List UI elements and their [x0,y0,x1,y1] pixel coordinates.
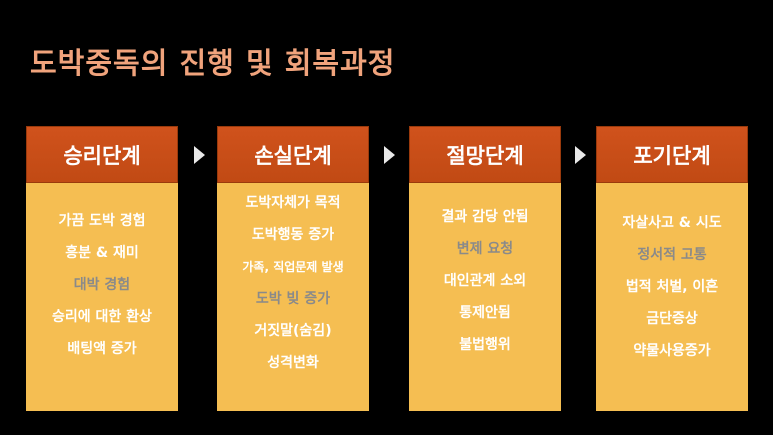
stage-item: 가족, 직업문제 발생 [242,260,344,274]
stage-item: 통제안됨 [459,305,511,321]
stage-item: 흥분 & 재미 [65,245,139,261]
stage-item: 승리에 대한 환상 [52,309,152,325]
stage-item: 가끔 도박 경험 [58,213,146,229]
arrow-right-icon [194,146,205,164]
stage-item: 결과 감당 안됨 [441,209,529,225]
page-title: 도박중독의 진행 및 회복과정 [30,46,396,80]
stage-item: 성격변화 [267,355,319,371]
stage-winning: 승리단계 가끔 도박 경험 흥분 & 재미 대박 경험 승리에 대한 환상 배팅… [26,126,178,411]
stage-heading: 절망단계 [409,126,561,183]
stage-item: 거짓말(숨김) [254,323,332,339]
stage-item: 법적 처벌, 이혼 [625,279,719,295]
stage-item: 불법행위 [459,337,511,353]
stage-body: 결과 감당 안됨 변제 요청 대인관계 소외 통제안됨 불법행위 [409,183,561,411]
stage-item: 배팅액 증가 [67,341,137,357]
stage-heading: 포기단계 [596,126,748,183]
stage-giving-up: 포기단계 자살사고 & 시도 정서적 고통 법적 처벌, 이혼 금단증상 약물사… [596,126,748,411]
stage-item: 도박행동 증가 [251,227,335,243]
stage-item: 도박자체가 목적 [245,195,341,211]
arrow-right-icon [575,146,586,164]
stage-item: 대인관계 소외 [443,273,527,289]
stage-body: 도박자체가 목적 도박행동 증가 가족, 직업문제 발생 도박 빚 증가 거짓말… [217,183,369,411]
arrow-right-icon [384,146,395,164]
stage-item: 자살사고 & 시도 [622,215,722,231]
stage-item: 대박 경험 [73,277,131,293]
stage-despair: 절망단계 결과 감당 안됨 변제 요청 대인관계 소외 통제안됨 불법행위 [409,126,561,411]
stage-heading: 승리단계 [26,126,178,183]
stage-body: 자살사고 & 시도 정서적 고통 법적 처벌, 이혼 금단증상 약물사용증가 [596,183,748,411]
stage-item: 변제 요청 [456,241,514,257]
stage-item: 도박 빚 증가 [255,291,331,307]
stage-heading: 손실단계 [217,126,369,183]
stage-losing: 손실단계 도박자체가 목적 도박행동 증가 가족, 직업문제 발생 도박 빚 증… [217,126,369,411]
stage-body: 가끔 도박 경험 흥분 & 재미 대박 경험 승리에 대한 환상 배팅액 증가 [26,183,178,411]
stage-item: 금단증상 [646,311,698,327]
stage-item: 약물사용증가 [633,343,711,359]
stage-item: 정서적 고통 [637,247,707,263]
